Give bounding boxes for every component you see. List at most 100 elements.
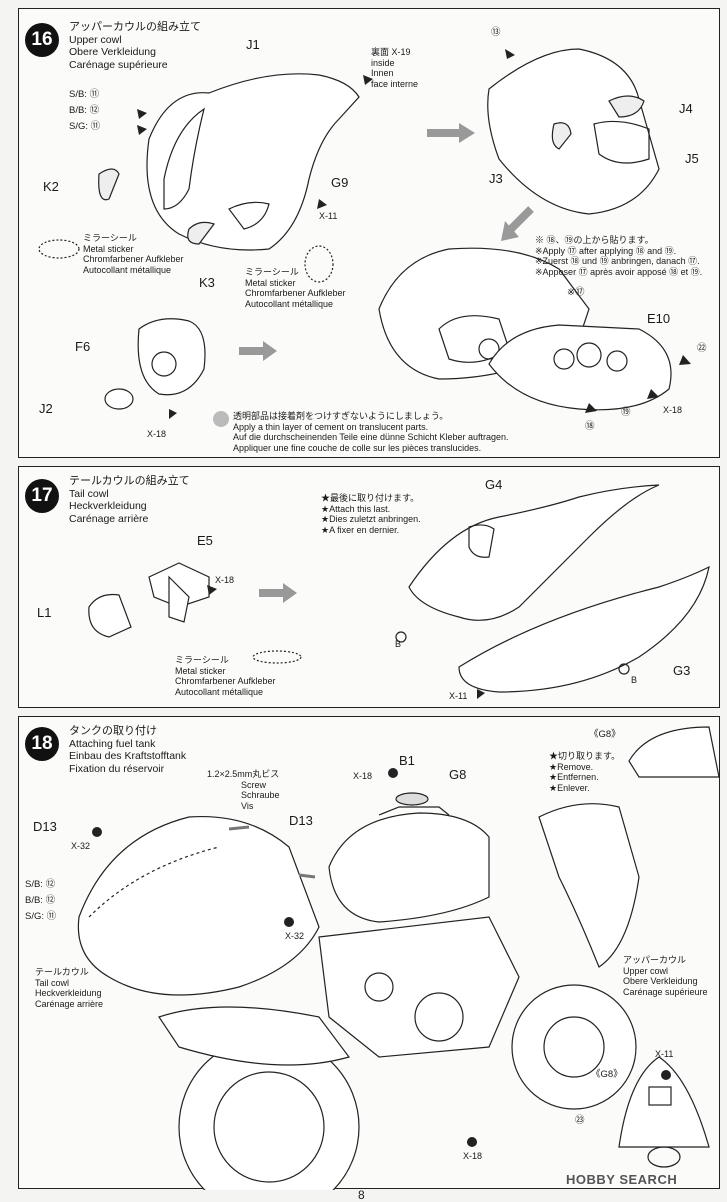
remove-fr: ★Enlever. (549, 782, 590, 793)
screw-de: Schraube (241, 790, 280, 800)
step-16-illustration (38, 48, 691, 427)
metal-sticker-note-2: ミラーシール Metal sticker Chromfarbener Aufkl… (245, 267, 346, 309)
title-fr: Fixation du réservoir (69, 762, 165, 775)
inside-jp: 裏面 X-19 (371, 47, 411, 57)
cement-jp: 透明部品は接着剤をつけすぎないようにしましょう。 (233, 411, 449, 421)
decal-19: ⑲ (621, 407, 631, 418)
last-de: ★Dies zuletzt anbringen. (321, 514, 421, 524)
decal-23: ㉓ (575, 1115, 585, 1126)
cement-note: 透明部品は接着剤をつけすぎないようにしましょう。 Apply a thin la… (233, 411, 509, 453)
step-title: テールカウルの組み立て Tail cowl Heckverkleidung Ca… (69, 475, 190, 525)
cement-en: Apply a thin layer of cement on transluc… (233, 421, 429, 432)
mirror-en-2: Metal sticker (245, 277, 296, 288)
g8-callout-title-2: 《G8》 (591, 1069, 623, 1080)
tail-cowl-note: テールカウル Tail cowl Heckverkleidung Carénag… (35, 967, 103, 1009)
upper-jp: アッパーカウル (623, 955, 687, 965)
part-label-d13-b: D13 (289, 813, 313, 828)
screw-en: Screw (241, 779, 267, 790)
paint-x11: X-11 (319, 211, 338, 221)
remove-de: ★Entfernen. (549, 772, 599, 782)
inside-fr: face interne (371, 78, 419, 89)
tail-de: Heckverkleidung (35, 988, 102, 998)
step-title: タンクの取り付け Attaching fuel tank Einbau des … (69, 725, 186, 775)
note-de: ※Zuerst ⑱ und ⑲ anbringen, danach ⑰. (535, 256, 700, 266)
decal-13: ⑬ (491, 27, 501, 38)
part-label-b1: B1 (399, 753, 415, 768)
step-number: 18 (25, 727, 59, 761)
inside-note: 裏面 X-19 inside Innen face interne (371, 47, 418, 89)
paint-x32-a: X-32 (71, 841, 91, 851)
upper-fr: Carénage supérieure (623, 986, 708, 997)
upper-cowl-note: アッパーカウル Upper cowl Obere Verkleidung Car… (623, 955, 708, 997)
metal-sticker-note: ミラーシール Metal sticker Chromfarbener Aufkl… (175, 655, 276, 697)
last-fr: ★A fixer en dernier. (321, 524, 400, 535)
tail-en: Tail cowl (35, 977, 70, 988)
upper-en: Upper cowl (623, 965, 669, 976)
color-sb: S/B: ⑫ (25, 879, 56, 890)
mirror-jp-1: ミラーシール (83, 233, 137, 243)
part-label-d13-a: D13 (33, 819, 57, 834)
step-16-panel: 16 アッパーカウルの組み立て Upper cowl Obere Verklei… (18, 8, 720, 458)
color-sg: S/G: ⑪ (69, 121, 101, 132)
mirror-fr-1: Autocollant métallique (83, 264, 172, 275)
step-18-panel: 18 タンクの取り付け Attaching fuel tank Einbau d… (18, 716, 720, 1190)
part-label-j4: J4 (679, 101, 693, 116)
part-label-l1: L1 (37, 605, 52, 620)
part-label-j3: J3 (489, 171, 503, 186)
part-label-f6: F6 (75, 339, 91, 354)
page-number: 8 (358, 1188, 365, 1202)
metal-sticker-note-1: ミラーシール Metal sticker Chromfarbener Aufkl… (83, 233, 184, 275)
title-en: Attaching fuel tank (69, 737, 156, 750)
attach-last-note: ★最後に取り付けます。 ★Attach this last. ★Dies zul… (321, 493, 421, 535)
mirror-en-1: Metal sticker (83, 243, 134, 254)
paint-x18: X-18 (663, 405, 683, 415)
step-number: 17 (25, 479, 59, 513)
screw-jp: 1.2×2.5mm丸ビス (207, 769, 280, 779)
paint-x11: X-11 (449, 691, 468, 701)
decal-17-marker: ※⑰ (567, 287, 585, 298)
marker-b-left: B (395, 639, 402, 649)
part-label-e5: E5 (197, 533, 213, 548)
title-en: Upper cowl (69, 33, 122, 46)
cement-de: Auf die durchscheinenden Teile eine dünn… (233, 432, 509, 442)
color-bb: B/B: ⑫ (25, 895, 56, 906)
mirror-en: Metal sticker (175, 665, 226, 676)
title-fr: Carénage supérieure (69, 58, 168, 71)
color-sb: S/B: ⑪ (69, 89, 100, 100)
title-jp: テールカウルの組み立て (69, 475, 190, 487)
title-jp: アッパーカウルの組み立て (69, 21, 201, 33)
step-number: 16 (25, 23, 59, 57)
remove-en: ★Remove. (549, 761, 594, 772)
remove-jp: ★切り取ります。 (549, 751, 621, 761)
part-label-g8: G8 (449, 767, 467, 782)
mirror-fr-2: Autocollant métallique (245, 298, 334, 309)
step-title: アッパーカウルの組み立て Upper cowl Obere Verkleidun… (69, 21, 201, 71)
paint-x18: X-18 (215, 575, 235, 585)
marker-b-right: B (631, 675, 638, 685)
part-label-g9: G9 (331, 175, 349, 190)
note-en: ※Apply ⑰ after applying ⑱ and ⑲. (535, 245, 677, 256)
paint-x32-b: X-32 (285, 931, 305, 941)
upper-de: Obere Verkleidung (623, 976, 698, 986)
tail-jp: テールカウル (35, 967, 89, 977)
paint-x11: X-11 (655, 1049, 674, 1059)
tail-fr: Carénage arrière (35, 998, 104, 1009)
part-label-k2: K2 (43, 179, 59, 194)
title-fr: Carénage arrière (69, 512, 149, 525)
title-de: Heckverkleidung (69, 500, 147, 512)
mirror-de-1: Chromfarbener Aufkleber (83, 254, 184, 264)
mirror-jp: ミラーシール (175, 655, 229, 665)
mirror-fr: Autocollant métallique (175, 686, 264, 697)
inside-en: inside (371, 57, 395, 68)
note-jp: ※ ⑱、⑲の上から貼ります。 (535, 235, 654, 245)
mirror-de-2: Chromfarbener Aufkleber (245, 288, 346, 298)
part-label-g3: G3 (673, 663, 691, 678)
title-de: Einbau des Kraftstofftank (69, 750, 187, 762)
remove-note: ★切り取ります。 ★Remove. ★Entfernen. ★Enlever. (549, 751, 620, 793)
part-label-j2: J2 (39, 401, 53, 416)
title-en: Tail cowl (69, 487, 109, 500)
part-label-k3: K3 (199, 275, 215, 290)
inside-de: Innen (371, 68, 394, 78)
part-label-j5: J5 (685, 151, 699, 166)
paint-x18-bottom: X-18 (463, 1151, 483, 1161)
